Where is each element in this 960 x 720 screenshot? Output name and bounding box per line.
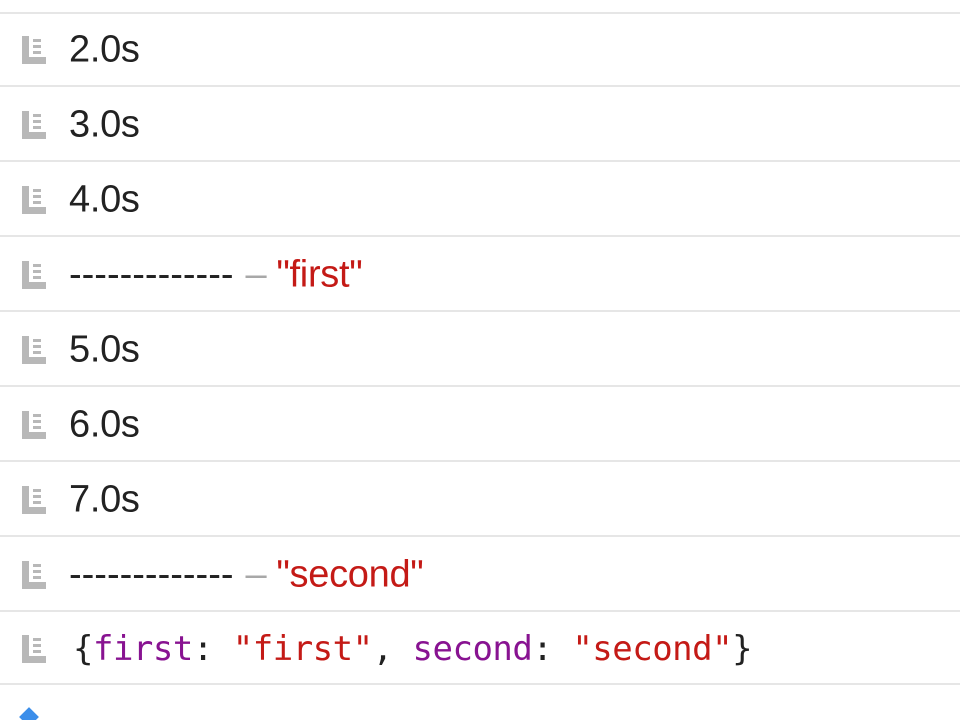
log-message-icon [21, 35, 47, 65]
console-row[interactable]: 7.0s [0, 464, 960, 537]
log-message-icon [21, 485, 47, 515]
log-message-icon [21, 634, 47, 664]
log-text: 2.0s [69, 28, 140, 70]
log-text: 3.0s [69, 103, 140, 145]
separator: – [245, 553, 267, 595]
console-row[interactable]: -------------–"first" [0, 239, 960, 312]
log-message-icon [21, 335, 47, 365]
console-row-object[interactable]: {first: "first", second: "second"} [0, 614, 960, 685]
console-row[interactable]: -------------–"second" [0, 539, 960, 612]
log-text: 6.0s [69, 403, 140, 445]
log-text: 7.0s [69, 478, 140, 520]
object-preview[interactable]: {first: "first", second: "second"} [73, 628, 753, 669]
open-brace: { [73, 628, 93, 669]
log-message-icon [21, 560, 47, 590]
console-row[interactable]: 5.0s [0, 314, 960, 387]
colon: : [532, 628, 573, 669]
log-text: -------------–"first" [69, 253, 363, 296]
dash-line: ------------- [69, 253, 234, 295]
separator: – [245, 253, 267, 295]
log-message-icon [21, 185, 47, 215]
dash-line: ------------- [69, 553, 234, 595]
console-row[interactable]: 4.0s [0, 164, 960, 237]
console-row[interactable]: 2.0s [0, 14, 960, 87]
object-value: "second" [572, 628, 733, 669]
console-row[interactable]: 6.0s [0, 389, 960, 462]
log-message-icon [21, 410, 47, 440]
log-text: -------------–"second" [69, 553, 424, 596]
object-key: second [412, 628, 533, 669]
log-text: 5.0s [69, 328, 140, 370]
object-value: "first" [232, 628, 373, 669]
colon: : [192, 628, 233, 669]
log-message-icon [21, 110, 47, 140]
object-key: first [92, 628, 193, 669]
comma: , [372, 628, 413, 669]
log-message-icon [21, 260, 47, 290]
close-brace: } [732, 628, 753, 669]
log-text: 4.0s [69, 178, 140, 220]
string-value: "second" [276, 553, 424, 595]
string-value: "first" [276, 253, 363, 295]
console-prompt-chevron-icon[interactable] [19, 707, 39, 720]
console-row[interactable]: 3.0s [0, 89, 960, 162]
top-divider [0, 12, 960, 14]
